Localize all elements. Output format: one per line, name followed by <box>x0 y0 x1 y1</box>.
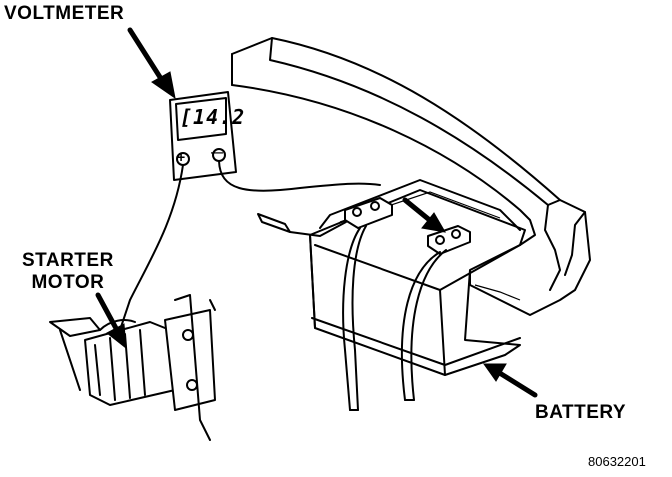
terminal-arrow <box>402 197 446 233</box>
battery-terminal-negative <box>344 197 393 229</box>
voltmeter-display: [14.2 <box>180 105 246 129</box>
starter-motor-label: STARTER MOTOR <box>22 250 114 294</box>
figure-id: 80632201 <box>588 454 646 469</box>
voltmeter-arrow <box>127 27 176 100</box>
voltmeter-label: VOLTMETER <box>4 3 125 24</box>
fender-bracket <box>231 37 591 316</box>
battery-label: BATTERY <box>535 402 627 423</box>
test-leads <box>119 160 381 331</box>
battery-terminal-positive <box>427 225 471 255</box>
positive-terminal-symbol: + <box>177 149 186 165</box>
starter-motor <box>49 294 216 441</box>
starter-motor-label-line2: MOTOR <box>31 272 105 293</box>
battery-cables <box>342 225 447 411</box>
battery-arrow <box>483 363 538 398</box>
negative-terminal-symbol: — <box>211 145 224 159</box>
starter-arrow <box>95 292 127 350</box>
starter-motor-label-line1: STARTER <box>22 250 114 271</box>
